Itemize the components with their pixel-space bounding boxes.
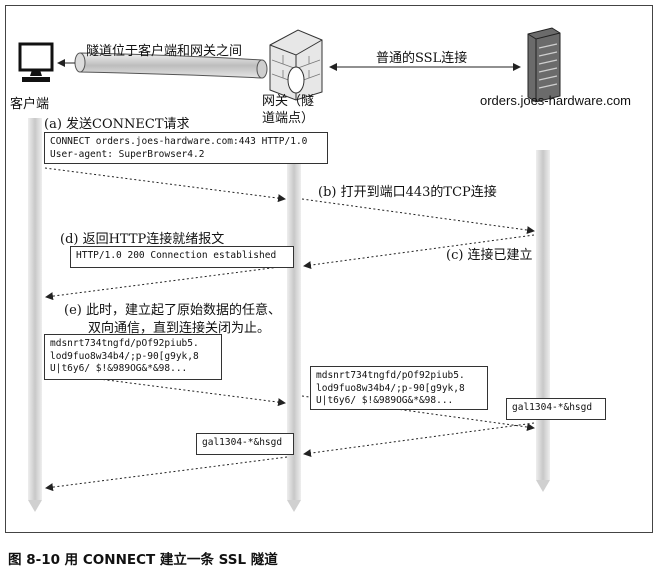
arrow-raw-to-server bbox=[301, 395, 535, 432]
reply-server-box: gal1304-*&hsgd bbox=[506, 398, 606, 420]
tunnel-label: 隧道位于客户端和网关之间 bbox=[86, 44, 243, 59]
lifeline-gateway bbox=[287, 140, 301, 512]
established-box: HTTP/1.0 200 Connection established bbox=[70, 246, 294, 268]
tunnel-tube bbox=[74, 52, 268, 79]
raw-data-client-box: mdsnrt734tngfd/pOf92piub5. lod9fuo8w34b4… bbox=[44, 334, 222, 380]
server-label: orders.joes-hardware.com bbox=[480, 93, 632, 108]
server-icon bbox=[527, 27, 561, 103]
diagram-frame bbox=[5, 5, 653, 533]
figure-caption: 图 8-10 用 CONNECT 建立一条 SSL 隧道 bbox=[8, 552, 278, 568]
step-e-label-line2: 双向通信，直到连接关闭为止。 bbox=[88, 321, 271, 336]
reply-gateway-box: gal1304-*&hsgd bbox=[196, 433, 294, 455]
arrow-tcp-open bbox=[301, 198, 535, 235]
step-a-label: (a) 发送CONNECT请求 bbox=[44, 117, 190, 132]
step-b-label: (b) 打开到端口443的TCP连接 bbox=[318, 185, 497, 200]
raw-data-gateway-box: mdsnrt734tngfd/pOf92piub5. lod9fuo8w34b4… bbox=[310, 366, 488, 410]
arrow-reply-to-gateway bbox=[303, 422, 535, 458]
arrow-reply-to-client bbox=[45, 456, 288, 492]
computer-icon bbox=[18, 42, 54, 82]
gateway-firewall-icon bbox=[269, 29, 323, 101]
arrow-connect-request bbox=[44, 167, 286, 203]
lifeline-server bbox=[536, 150, 550, 492]
client-label: 客户端 bbox=[10, 97, 50, 112]
arrow-ready-response bbox=[45, 265, 288, 301]
step-c-label: (c) 连接已建立 bbox=[446, 248, 533, 263]
connect-request-box: CONNECT orders.joes-hardware.com:443 HTT… bbox=[44, 132, 328, 164]
gateway-label: 网关（隧 道端点） bbox=[262, 94, 315, 126]
step-e-label-line1: (e) 此时，建立起了原始数据的任意、 bbox=[64, 303, 281, 318]
step-d-label: (d) 返回HTTP连接就绪报文 bbox=[60, 232, 225, 247]
ssl-connection-label: 普通的SSL连接 bbox=[376, 51, 468, 66]
lifeline-client bbox=[28, 118, 42, 512]
